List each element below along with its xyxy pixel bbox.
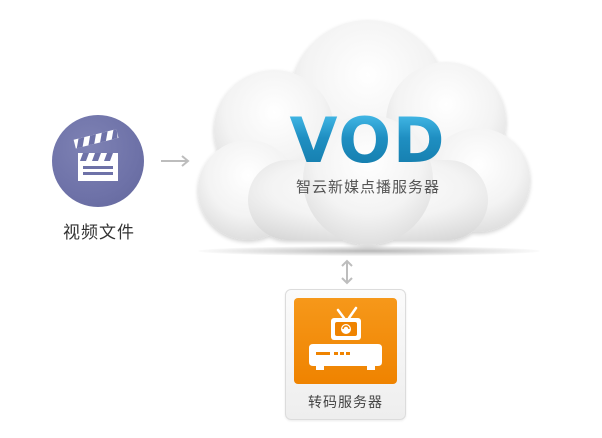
- video-file-node: 视频文件: [40, 115, 158, 245]
- transcode-server-label: 转码服务器: [308, 395, 383, 411]
- cloud-shadow: [198, 246, 540, 256]
- cloud-title-wrap: VOD: [178, 108, 558, 174]
- video-file-circle: [52, 115, 144, 207]
- vod-cloud: VOD 智云新媒点播服务器: [178, 10, 558, 270]
- arrow-up-down-icon: [341, 259, 353, 285]
- arrow-right-icon: [161, 155, 190, 167]
- vod-title: VOD: [289, 104, 447, 177]
- transcode-server-card: 转码服务器: [285, 289, 406, 420]
- clapperboard-icon: [73, 129, 119, 181]
- transcode-server-tile: [294, 298, 397, 384]
- cloud-shape: [198, 20, 530, 245]
- video-file-label: 视频文件: [63, 223, 135, 243]
- vod-subtitle: 智云新媒点播服务器: [295, 178, 440, 196]
- tv-settop-box-icon: [309, 306, 382, 370]
